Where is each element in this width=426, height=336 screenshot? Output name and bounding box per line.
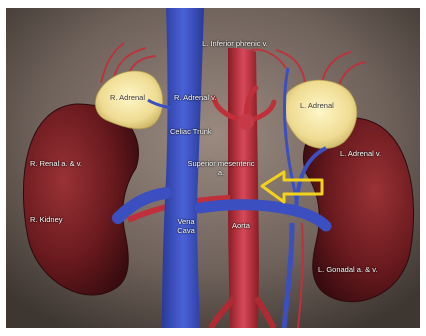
label-r-kidney: R. Kidney xyxy=(30,216,63,225)
label-l-adrenal: L. Adrenal xyxy=(300,102,334,111)
label-vena-cava: Vena Cava xyxy=(170,218,202,235)
label-r-adrenal-v: R. Adrenal v. xyxy=(174,94,216,103)
label-l-gonadal-a-v: L. Gonadal a. & v. xyxy=(318,266,377,275)
label-superior-mesenteric-a: Superior mesenteric a. xyxy=(186,160,256,177)
right-kidney xyxy=(23,104,138,295)
label-aorta: Aorta xyxy=(232,222,250,231)
label-r-adrenal: R. Adrenal xyxy=(110,94,145,103)
label-r-renal-a-v: R. Renal a. & v. xyxy=(30,160,82,169)
label-l-adrenal-v: L. Adrenal v. xyxy=(340,150,381,159)
label-celiac-trunk: Celiac Trunk xyxy=(170,128,212,137)
anatomy-illustration: L. Inferior phrenic v. R. Adrenal R. Adr… xyxy=(6,8,420,328)
label-l-inferior-phrenic-v: L. Inferior phrenic v. xyxy=(200,40,270,49)
